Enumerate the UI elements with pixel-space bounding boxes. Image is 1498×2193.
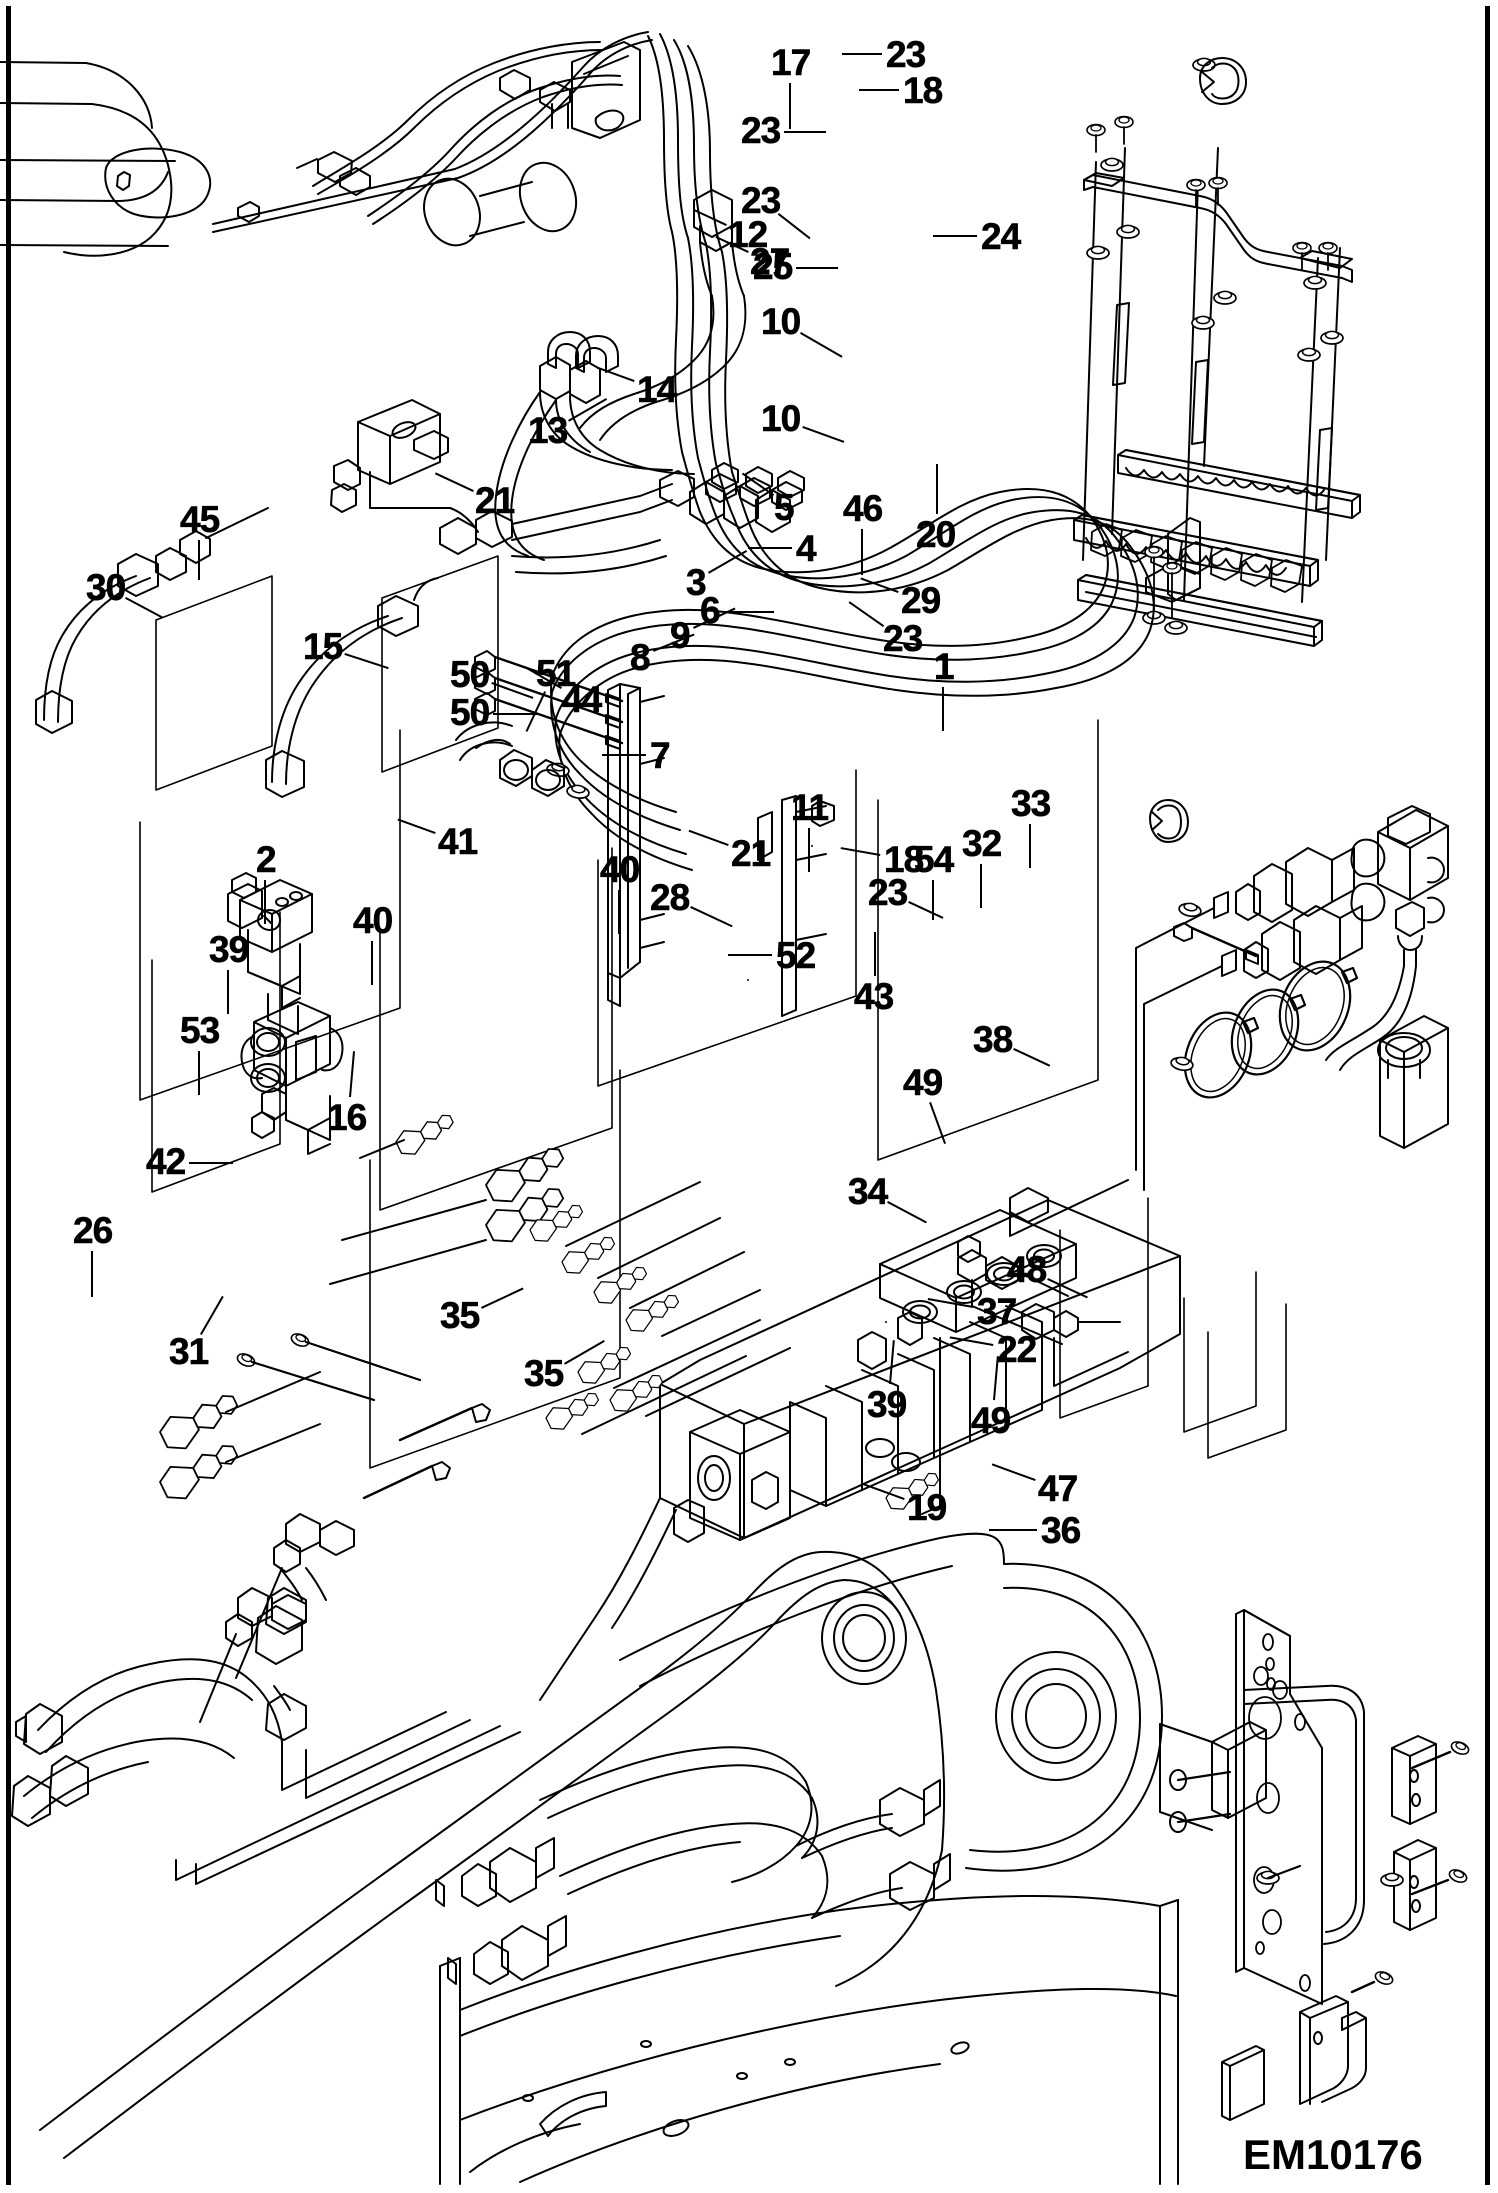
leader-line-20 bbox=[935, 464, 938, 514]
leader-line-33 bbox=[1028, 824, 1031, 868]
callout-18: 18 bbox=[884, 839, 925, 880]
callout-53: 53 bbox=[180, 1010, 221, 1051]
callout-32: 32 bbox=[962, 823, 1003, 864]
callout-7: 7 bbox=[650, 735, 671, 776]
leader-line-40 bbox=[617, 890, 620, 934]
callout-23: 23 bbox=[741, 180, 782, 221]
callout-23: 23 bbox=[741, 110, 782, 151]
callout-9: 9 bbox=[670, 615, 691, 656]
callout-24: 24 bbox=[981, 216, 1022, 257]
leader-line-6 bbox=[724, 610, 774, 613]
drawing-code: EM10176 bbox=[1243, 2131, 1423, 2178]
callout-10: 10 bbox=[761, 398, 802, 439]
callout-49: 49 bbox=[971, 1400, 1012, 1441]
callout-35: 35 bbox=[524, 1353, 565, 1394]
callout-27: 27 bbox=[750, 241, 791, 282]
callout-30: 30 bbox=[86, 567, 127, 608]
callout-21: 21 bbox=[731, 833, 772, 874]
callout-43: 43 bbox=[854, 976, 895, 1017]
callout-36: 36 bbox=[1041, 1510, 1082, 1551]
callout-1: 1 bbox=[934, 646, 955, 687]
callout-5: 5 bbox=[774, 487, 795, 528]
leader-line-40 bbox=[370, 941, 373, 985]
callout-28: 28 bbox=[650, 877, 691, 918]
callout-25: 25 bbox=[753, 246, 794, 287]
callout-3: 3 bbox=[686, 562, 707, 603]
leader-line-54 bbox=[931, 880, 934, 920]
leader-line-11 bbox=[807, 828, 810, 872]
callout-41: 41 bbox=[438, 821, 479, 862]
leader-line-17 bbox=[788, 83, 791, 129]
leader-line-23 bbox=[784, 130, 826, 133]
leader-line-46 bbox=[860, 529, 863, 575]
callout-35: 35 bbox=[440, 1295, 481, 1336]
callout-17: 17 bbox=[771, 42, 812, 83]
callout-21: 21 bbox=[475, 480, 516, 521]
leader-line-18 bbox=[859, 88, 899, 91]
leader-line-26 bbox=[90, 1251, 93, 1297]
callout-10: 10 bbox=[761, 301, 802, 342]
callout-40: 40 bbox=[353, 900, 394, 941]
leader-line-50 bbox=[493, 712, 539, 715]
leader-line-23 bbox=[842, 52, 882, 55]
callout-6: 6 bbox=[700, 590, 721, 631]
leader-line-24 bbox=[933, 234, 977, 237]
callout-11: 11 bbox=[791, 787, 830, 828]
callout-34: 34 bbox=[848, 1171, 889, 1212]
leader-line-45 bbox=[197, 540, 200, 580]
callout-40: 40 bbox=[600, 849, 641, 890]
callout-18: 18 bbox=[903, 70, 944, 111]
callout-42: 42 bbox=[146, 1141, 187, 1182]
callout-14: 14 bbox=[637, 369, 678, 410]
callout-29: 29 bbox=[901, 580, 942, 621]
leader-line-42 bbox=[189, 1161, 233, 1164]
callout-38: 38 bbox=[973, 1019, 1014, 1060]
callout-23: 23 bbox=[886, 34, 927, 75]
callout-48: 48 bbox=[1007, 1249, 1048, 1290]
callout-33: 33 bbox=[1011, 783, 1052, 824]
callout-23: 23 bbox=[868, 872, 909, 913]
callout-15: 15 bbox=[303, 626, 344, 667]
leader-line-43 bbox=[873, 932, 876, 976]
callout-8: 8 bbox=[630, 637, 651, 678]
leader-line-52 bbox=[728, 953, 772, 956]
callout-2: 2 bbox=[256, 839, 277, 880]
callout-26: 26 bbox=[73, 1210, 114, 1251]
leader-line-36 bbox=[989, 1528, 1037, 1531]
callout-52: 52 bbox=[776, 935, 817, 976]
callout-45: 45 bbox=[180, 499, 221, 540]
callout-50: 50 bbox=[450, 692, 491, 733]
callout-13: 13 bbox=[528, 410, 569, 451]
leader-line-2 bbox=[264, 880, 266, 924]
leader-line-25 bbox=[796, 266, 838, 269]
callout-46: 46 bbox=[843, 488, 884, 529]
callout-16: 16 bbox=[327, 1097, 368, 1138]
callout-44: 44 bbox=[562, 679, 603, 720]
callout-37: 37 bbox=[977, 1291, 1018, 1332]
callout-47: 47 bbox=[1038, 1468, 1079, 1509]
callout-23: 23 bbox=[883, 618, 924, 659]
callout-4: 4 bbox=[796, 528, 817, 569]
leader-line-32 bbox=[979, 864, 982, 908]
leader-line-4 bbox=[748, 546, 792, 549]
leader-line-1 bbox=[942, 687, 944, 731]
leader-line-7 bbox=[602, 753, 646, 756]
callout-19: 19 bbox=[907, 1487, 948, 1528]
callout-50: 50 bbox=[450, 654, 491, 695]
callout-39: 39 bbox=[867, 1384, 908, 1425]
callout-39: 39 bbox=[209, 929, 250, 970]
callout-54: 54 bbox=[914, 839, 955, 880]
callout-31: 31 bbox=[169, 1331, 210, 1372]
callout-22: 22 bbox=[997, 1329, 1038, 1370]
leader-line-39 bbox=[226, 970, 229, 1014]
leader-line-53 bbox=[197, 1051, 200, 1095]
callout-49: 49 bbox=[903, 1062, 944, 1103]
callout-20: 20 bbox=[916, 514, 957, 555]
